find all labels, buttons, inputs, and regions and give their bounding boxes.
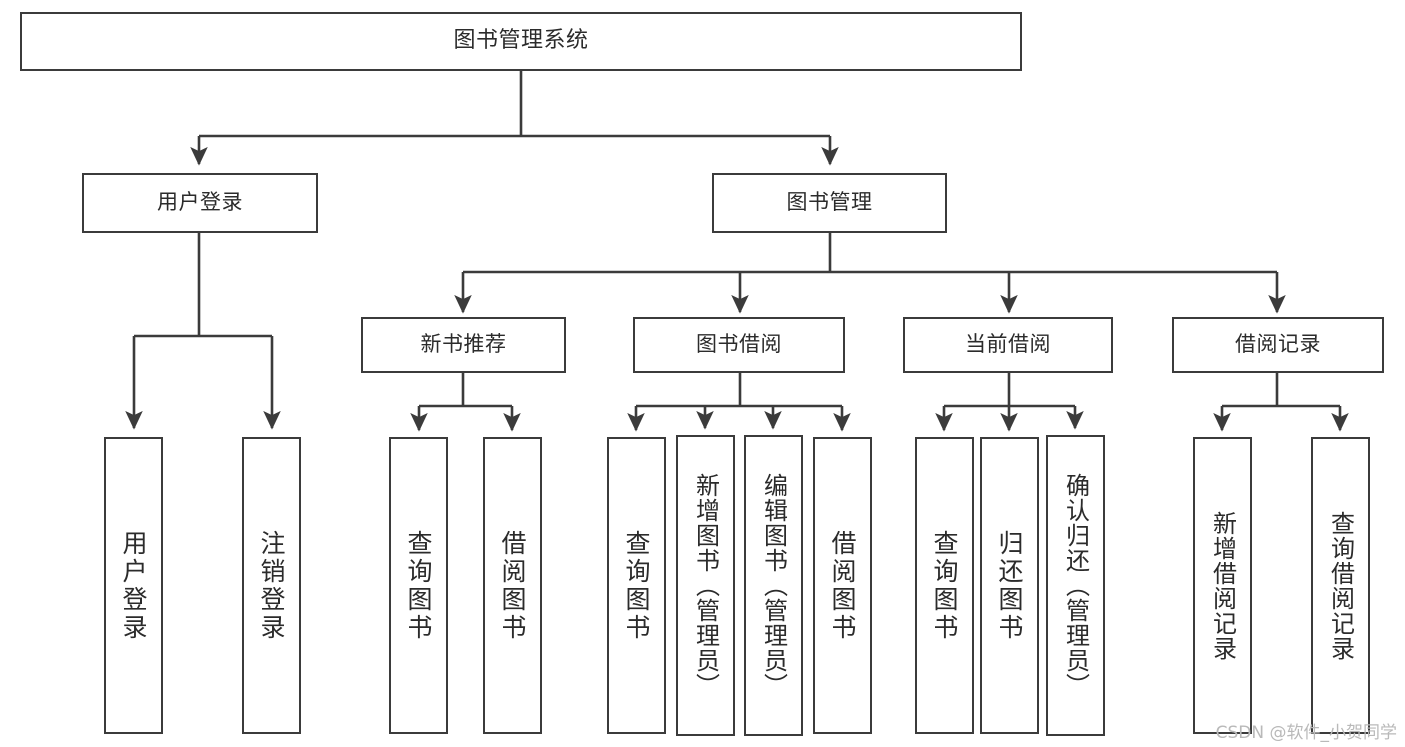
node-label: 借阅记录 <box>1235 332 1321 357</box>
node-label: 查询图书 <box>404 529 433 642</box>
node-label: 当前借阅 <box>965 332 1051 357</box>
node-label: 查询图书 <box>930 529 959 642</box>
node-label: 新书推荐 <box>420 332 507 357</box>
node-current-borrow[interactable]: 当前借阅 <box>903 317 1113 373</box>
leaf-borrow-book-recommend[interactable]: 借阅图书 <box>483 437 542 734</box>
node-new-book-recommend[interactable]: 新书推荐 <box>361 317 566 373</box>
leaf-borrow-book[interactable]: 借阅图书 <box>813 437 872 734</box>
leaf-user-login[interactable]: 用户登录 <box>104 437 163 734</box>
leaf-edit-book-admin[interactable]: 编辑图书（管理员） <box>744 435 803 736</box>
leaf-query-book-current[interactable]: 查询图书 <box>915 437 974 734</box>
node-label: 归还图书 <box>995 529 1024 642</box>
node-label: 借阅图书 <box>828 529 857 642</box>
node-label: 图书管理 <box>786 190 873 215</box>
node-label: 图书借阅 <box>696 332 782 357</box>
leaf-confirm-return-admin[interactable]: 确认归还（管理员） <box>1046 435 1105 736</box>
node-label: 新增图书（管理员） <box>691 473 720 698</box>
node-label: 注销登录 <box>257 529 286 642</box>
leaf-add-borrow-record[interactable]: 新增借阅记录 <box>1193 437 1252 734</box>
leaf-return-book[interactable]: 归还图书 <box>980 437 1039 734</box>
leaf-add-book-admin[interactable]: 新增图书（管理员） <box>676 435 735 736</box>
node-label: 用户登录 <box>157 190 243 215</box>
node-label: 图书管理系统 <box>453 28 589 54</box>
node-label: 查询图书 <box>622 529 651 642</box>
node-label: 借阅图书 <box>498 529 527 642</box>
node-label: 用户登录 <box>119 529 148 642</box>
leaf-query-book-borrow[interactable]: 查询图书 <box>607 437 666 734</box>
node-book-management[interactable]: 图书管理 <box>712 173 947 233</box>
node-root-system[interactable]: 图书管理系统 <box>20 12 1022 71</box>
node-label: 查询借阅记录 <box>1326 510 1355 661</box>
node-label: 确认归还（管理员） <box>1061 473 1090 698</box>
watermark: CSDN @软件_小贺同学 <box>1215 723 1397 743</box>
node-book-borrow[interactable]: 图书借阅 <box>633 317 845 373</box>
leaf-query-borrow-record[interactable]: 查询借阅记录 <box>1311 437 1370 734</box>
node-label: 编辑图书（管理员） <box>759 473 788 698</box>
node-label: 新增借阅记录 <box>1208 510 1237 661</box>
node-borrow-records[interactable]: 借阅记录 <box>1172 317 1384 373</box>
leaf-query-book-recommend[interactable]: 查询图书 <box>389 437 448 734</box>
leaf-logout-login[interactable]: 注销登录 <box>242 437 301 734</box>
node-user-login[interactable]: 用户登录 <box>82 173 318 233</box>
